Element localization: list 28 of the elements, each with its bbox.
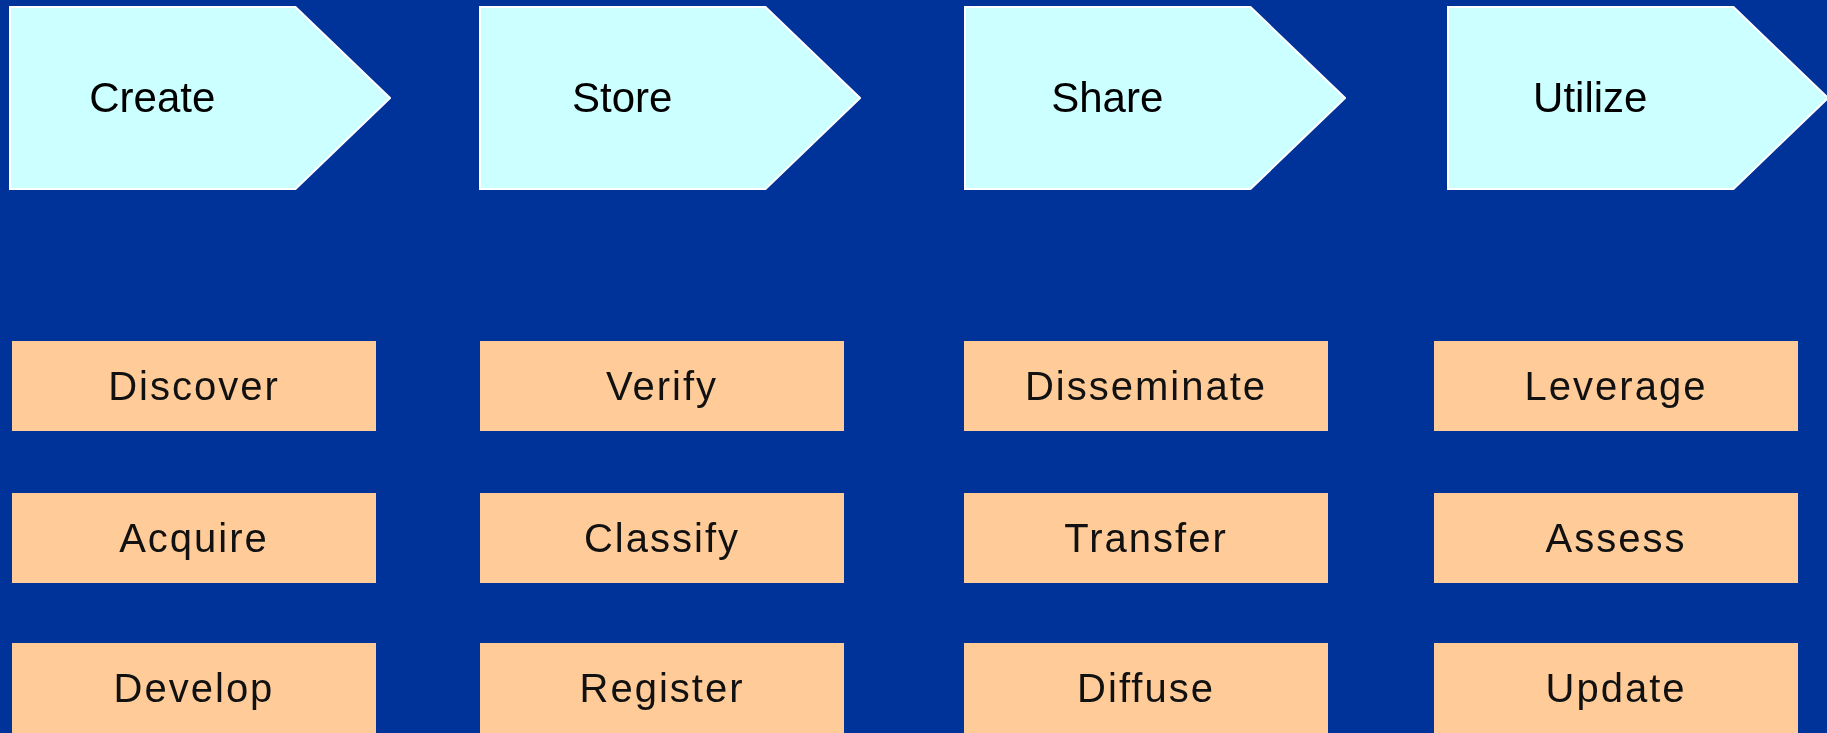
activity-box [480,493,844,583]
stage-label: Store [572,74,673,122]
activity-label: Update [1545,665,1687,710]
activity-label: Develop [113,665,275,710]
activity-box [1434,493,1798,583]
activity-box [964,341,1328,431]
activity-label: Verify [605,363,718,408]
activity-box [12,493,376,583]
activity-label: Leverage [1524,363,1708,408]
activity-label: Classify [584,515,740,560]
activity-label: Acquire [119,515,269,560]
activity-box [480,341,844,431]
activity-label: Transfer [1064,515,1228,560]
activity-box [964,643,1328,733]
activity-box [1434,643,1798,733]
activity-label: Discover [108,363,280,408]
stage-label: Share [1051,74,1164,122]
activity-label: Disseminate [1024,363,1268,408]
stage-label: Utilize [1533,74,1648,122]
activity-label: Register [579,665,745,710]
activity-box [964,493,1328,583]
activity-box [12,643,376,733]
activity-box [480,643,844,733]
activity-label: Diffuse [1077,665,1215,710]
activity-box [1434,341,1798,431]
stage-label: Create [89,74,216,122]
activity-box [12,341,376,431]
activity-label: Assess [1545,515,1687,560]
